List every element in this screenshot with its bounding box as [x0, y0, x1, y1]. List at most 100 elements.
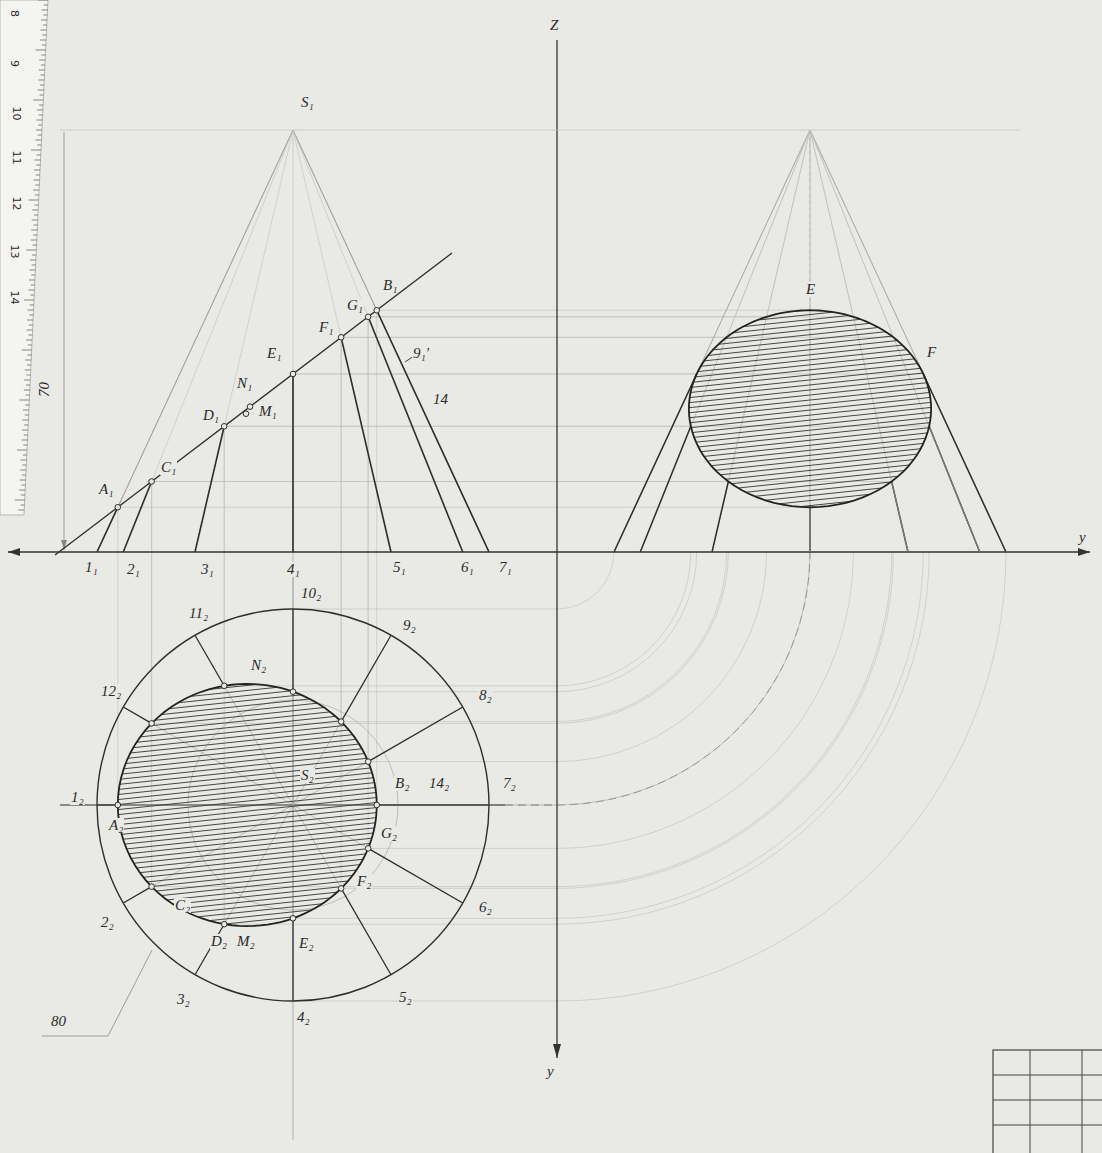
point-label: 2₁ [126, 562, 141, 577]
point-label: 4₂ [296, 1010, 311, 1025]
point-marker [365, 314, 371, 320]
ruler-tick [39, 105, 43, 106]
point-marker [365, 759, 371, 765]
projection-axes [8, 40, 1090, 1058]
projection-line [341, 721, 557, 722]
spoke-line [123, 887, 151, 903]
dimension-value: 80 [50, 1014, 67, 1029]
ruler-tick [39, 70, 45, 71]
transfer-arc [557, 552, 691, 686]
ruler-number: 10 [11, 106, 22, 122]
ruler-tick [40, 40, 46, 41]
spoke-line [195, 635, 224, 686]
ruler-tick [35, 140, 41, 141]
point-marker [149, 479, 155, 485]
ruler-tick [27, 375, 31, 376]
ruler-tick [38, 80, 44, 81]
spoke-line [341, 888, 391, 974]
ruler [0, 0, 48, 515]
transfer-arc [557, 552, 727, 722]
section-figure [689, 310, 931, 507]
ruler-tick [24, 380, 30, 381]
ruler-tick [40, 95, 44, 96]
ruler-tick [41, 30, 47, 31]
ruler-tick [29, 270, 35, 271]
ruler-tick [35, 185, 39, 186]
ruler-body [0, 0, 48, 515]
ruler-tick [26, 395, 30, 396]
point-marker [374, 802, 380, 808]
ruler-tick [42, 35, 46, 36]
ruler-tick [22, 420, 28, 421]
point-label: E [805, 282, 816, 297]
ruler-tick [42, 10, 48, 11]
projection-line [293, 1001, 557, 1002]
ruler-tick [26, 385, 30, 386]
ruler-tick [32, 255, 36, 256]
ruler-tick [44, 5, 48, 6]
ruler-tick [43, 25, 47, 26]
point-marker [338, 335, 344, 341]
ruler-tick [20, 480, 26, 481]
transfer-arc [557, 552, 923, 918]
transfer-arc [557, 552, 728, 723]
point-label: 11₂ [188, 606, 209, 621]
point-label: 4₁ [286, 562, 301, 577]
ruler-tick [30, 260, 36, 261]
transfer-arc [557, 552, 810, 805]
point-label: N₁ [236, 376, 253, 391]
section-figure [118, 684, 377, 926]
point-label: M₁ [258, 404, 278, 419]
ruler-tick [39, 60, 45, 61]
ruler-tick [38, 125, 42, 126]
point-marker [221, 683, 227, 689]
ruler-tick [24, 435, 28, 436]
transfer-arc [557, 552, 697, 692]
point-label: C₂ [174, 898, 191, 913]
height-line [60, 130, 1020, 131]
ruler-tick [29, 280, 35, 281]
point-label: 9₁' [412, 346, 430, 361]
spoke-line [368, 848, 463, 903]
ruler-tick [25, 370, 31, 371]
projection-line [377, 805, 557, 806]
ruler-tick [28, 290, 34, 291]
title-block-rule [993, 1100, 1102, 1101]
point-marker [243, 411, 249, 417]
ruler-tick [41, 20, 47, 21]
point-marker [365, 846, 371, 852]
projection-line [376, 310, 377, 805]
ruler-tick [42, 45, 46, 46]
projection-line [368, 317, 369, 762]
point-marker [115, 802, 121, 808]
ruler-tick [33, 235, 37, 236]
ruler-tick [19, 400, 29, 401]
spoke-line [292, 609, 293, 692]
ruler-tick [36, 175, 40, 176]
ruler-tick [23, 410, 29, 411]
ruler-tick [32, 220, 38, 221]
projection-line [368, 316, 766, 317]
ruler-tick [27, 330, 33, 331]
title-block-frame [993, 1050, 1102, 1153]
ruler-tick [22, 350, 32, 351]
construction-lines [60, 310, 1006, 1140]
ruler-tick [21, 495, 25, 496]
point-marker [290, 371, 296, 377]
ruler-tick [26, 250, 36, 251]
point-marker [149, 884, 155, 890]
ruler-tick [39, 115, 43, 116]
point-label: 12₂ [100, 684, 122, 699]
point-marker [247, 404, 253, 410]
axis-label: y [546, 1064, 555, 1079]
z-axis [556, 40, 557, 1058]
transfer-arc [557, 552, 767, 762]
ruler-tick [24, 300, 34, 301]
ruler-tick [31, 240, 37, 241]
ruler-tick [33, 245, 37, 246]
ruler-tick [27, 320, 33, 321]
point-label: 7₁ [498, 560, 513, 575]
ruler-tick [28, 345, 32, 346]
ruler-tick [20, 505, 24, 506]
